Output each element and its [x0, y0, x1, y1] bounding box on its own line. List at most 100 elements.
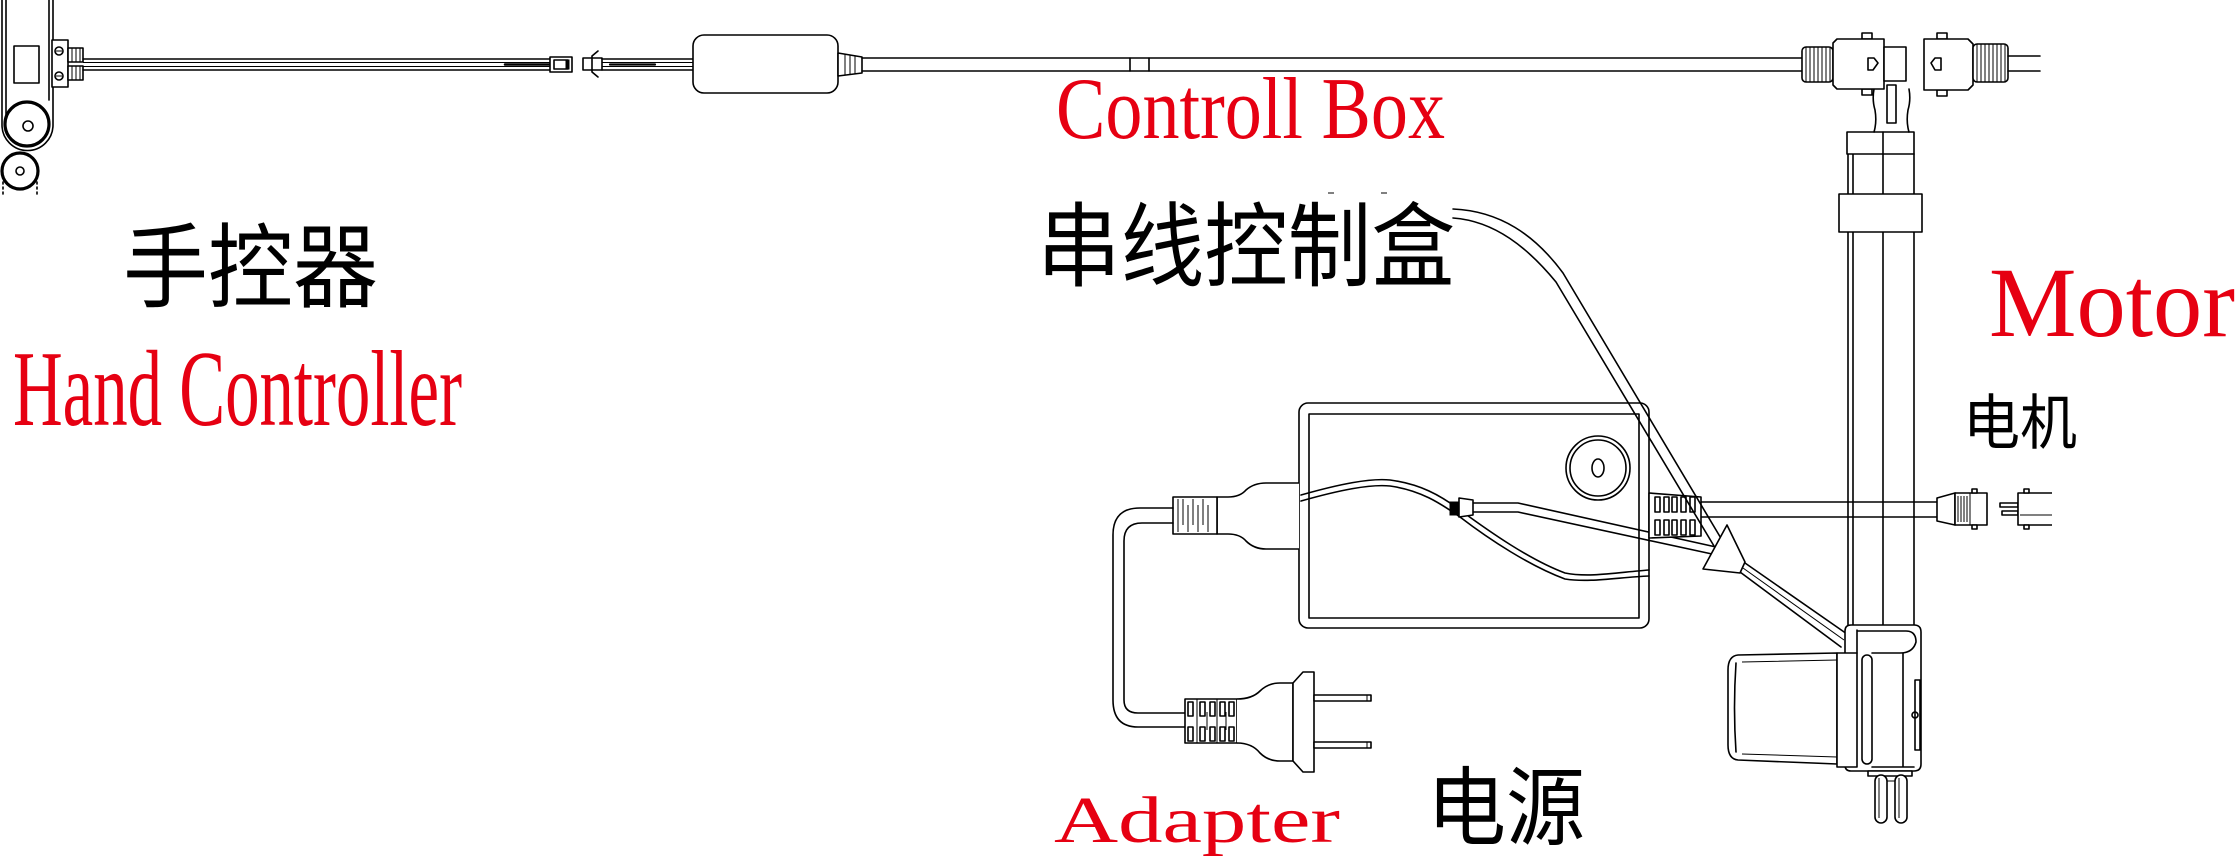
cord-outline: [1112, 507, 1186, 728]
boot-slot: [1228, 726, 1235, 742]
leader-wire-line: [1452, 208, 1723, 541]
cable-marker: [1129, 57, 1150, 72]
cable-core: [602, 62, 693, 67]
boot-slot: [1219, 726, 1226, 742]
adapter-button-ring: [1569, 439, 1627, 497]
actuator-motor: [1727, 624, 1922, 824]
boot-slot: [1654, 496, 1661, 513]
male-pin: [2001, 510, 2019, 516]
adapter-label-zh: 电源: [1427, 759, 1585, 859]
inline-mini-connector: [1458, 497, 1474, 518]
splitter-to-motor-cable: [1739, 562, 1848, 648]
female-connector-neck: [1936, 492, 1956, 526]
boot-slot: [1680, 519, 1687, 536]
adapter-loop-wire: [1300, 484, 1650, 582]
plug-prong: [1313, 741, 1372, 749]
connector-tab: [1861, 32, 1873, 40]
boot-slot: [1209, 701, 1216, 717]
motor-lead: [1872, 88, 1911, 133]
cable-core: [83, 62, 550, 67]
connector-tab: [2023, 524, 2030, 530]
connector-body: [1832, 38, 1885, 90]
control-box-label-en: Controll Box: [1056, 61, 1445, 158]
male-connector: [2017, 492, 2052, 526]
boot-slot: [1671, 519, 1678, 536]
motor-label-en: Motor: [1989, 247, 2235, 358]
rear-mount-leg: [1894, 774, 1908, 824]
boot-slot: [1680, 496, 1687, 513]
control-box-leader-wire: [1452, 208, 1723, 547]
male-pin: [1999, 502, 2019, 508]
connector-tab: [1861, 88, 1873, 96]
dial-small-hub: [15, 166, 25, 176]
ac-plug: [1184, 671, 1372, 773]
connector-tab: [1971, 524, 1978, 530]
motor-lead-core: [1886, 84, 1897, 124]
adapter-label-en: Adapter: [1054, 784, 1340, 857]
connector-boot: [1972, 43, 2009, 83]
boot-slot: [1654, 519, 1661, 536]
female-connector: [1954, 492, 1988, 526]
control-box-label-zh: 串线控制盒: [1037, 194, 1455, 301]
adapter-input-boot: [1172, 496, 1218, 535]
boot-slot: [1671, 496, 1678, 513]
motor-label-zh: 电机: [1963, 389, 2077, 459]
cable-outline: [82, 58, 551, 71]
hand-controller-cable: [82, 58, 552, 71]
gearbox-screw-icon: [1911, 711, 1919, 719]
female-connector-ribs: [1957, 493, 1971, 525]
motor-can-end: [1733, 662, 1737, 753]
boot-slot: [1187, 726, 1194, 742]
plug-boot-slots: [1187, 699, 1235, 743]
actuator-tube: [1838, 84, 1923, 626]
tube-top-cap: [1846, 131, 1915, 155]
male-connector-tip: [565, 59, 570, 70]
control-box-output-cable: [861, 57, 1803, 72]
boot-slot: [1663, 496, 1670, 513]
strain-relief-ribs: [71, 48, 81, 80]
adapter-input-neck: [1216, 482, 1299, 550]
screw-icon: [54, 46, 64, 56]
pin-key-icon: [1930, 57, 1942, 71]
motor-can: [1727, 652, 1838, 765]
plug-neck: [1236, 682, 1294, 762]
motor-plug-wires: [1700, 488, 2052, 530]
hand-controller-port: [51, 39, 69, 88]
display-window: [13, 45, 40, 84]
gearbox-seam: [1871, 652, 1915, 768]
tube-wall: [1847, 153, 1915, 626]
boot-slot: [1228, 701, 1235, 717]
cord-outline: [1123, 522, 1186, 714]
adapter-button-center: [1591, 458, 1605, 478]
boot-slot: [1663, 519, 1670, 536]
power-adapter: [1172, 402, 1717, 629]
connector-tab: [1971, 488, 1978, 494]
rear-mount-leg-edge: [1878, 778, 1900, 818]
labels: 手控器 Hand Controller Controll Box 串线控制盒 M…: [13, 61, 2235, 859]
latch-icon: [591, 50, 599, 78]
boot-slot: [1689, 519, 1696, 536]
tube-collar: [1838, 193, 1923, 233]
hand-controller-hidden-edge: [2, 181, 38, 197]
rear-mount-leg: [1874, 774, 1888, 824]
boot-slot: [1219, 701, 1226, 717]
boot-rib: [1196, 699, 1227, 743]
adapter-input-boot-ribs: [1177, 499, 1209, 532]
hand-controller-label-en: Hand Controller: [13, 330, 462, 449]
screw-icon: [54, 71, 64, 81]
ac-cord: [1112, 507, 1186, 728]
gearbox-front-plate: [1861, 654, 1873, 765]
boot-slot: [1199, 726, 1206, 742]
adapter-button-icon: [1565, 435, 1631, 501]
plug-prong: [1313, 694, 1372, 702]
connector-boot-ribs: [1976, 44, 2006, 82]
rear-mount-plate: [1867, 770, 1913, 777]
connector-tab: [2023, 488, 2030, 494]
actuator-connector-right: [1923, 32, 2041, 97]
connector-plug-nose: [1883, 46, 1907, 82]
dial-large-hub: [22, 120, 34, 132]
cable-core: [1742, 567, 1845, 641]
connector-tab: [1936, 89, 1948, 97]
inline-mini-connector-body: [1449, 501, 1460, 516]
